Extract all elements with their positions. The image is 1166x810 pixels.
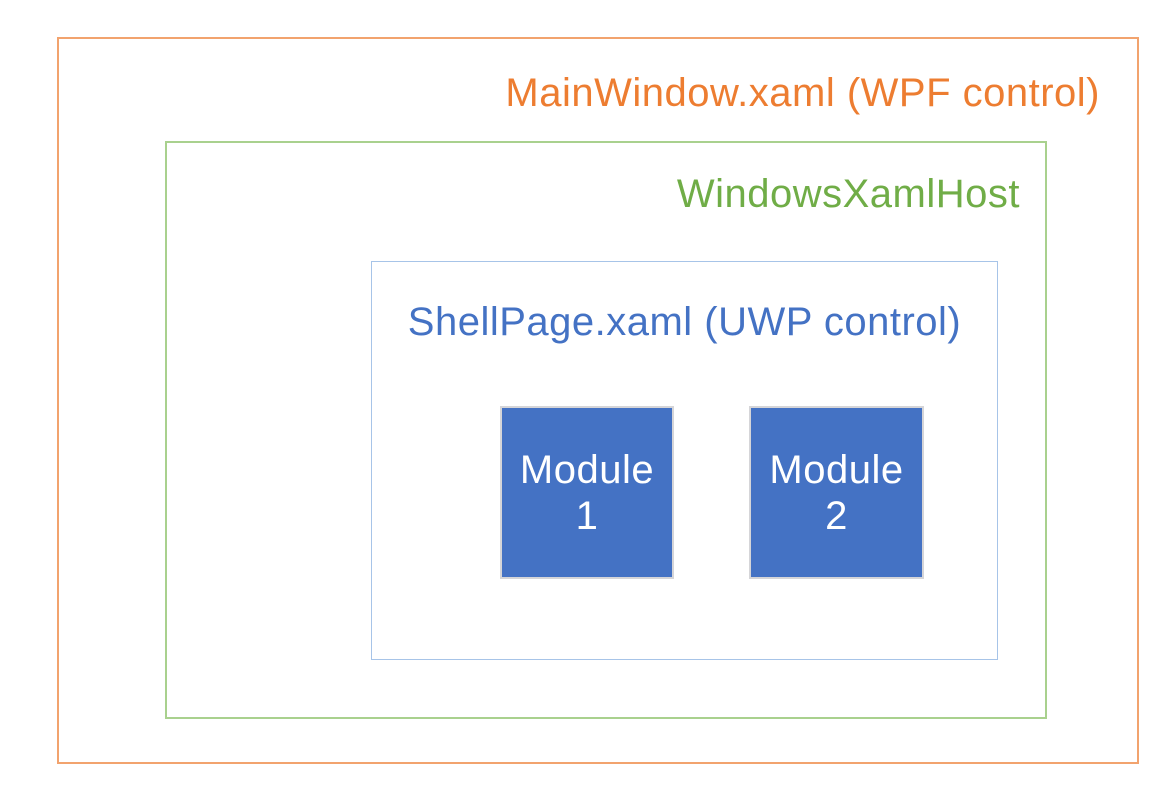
module-2-label-line1: Module (769, 447, 904, 492)
module-1-label-line2: 1 (575, 493, 599, 538)
module-2-box: Module 2 (749, 406, 924, 579)
module-1-label-line1: Module (519, 447, 655, 492)
module-2-label-line2: 2 (825, 493, 848, 538)
windowsxamlhost-label: WindowsXamlHost (676, 172, 1020, 216)
shellpage-uwp-box: ShellPage.xaml (UWP control) Module 1 Mo… (371, 261, 998, 660)
mainwindow-wpf-label: MainWindow.xaml (WPF control) (505, 71, 1100, 115)
module-1-box: Module 1 (500, 406, 674, 579)
mainwindow-wpf-box: MainWindow.xaml (WPF control) WindowsXam… (57, 37, 1139, 764)
windowsxamlhost-box: WindowsXamlHost ShellPage.xaml (UWP cont… (165, 141, 1047, 719)
shellpage-uwp-label: ShellPage.xaml (UWP control) (407, 300, 962, 344)
